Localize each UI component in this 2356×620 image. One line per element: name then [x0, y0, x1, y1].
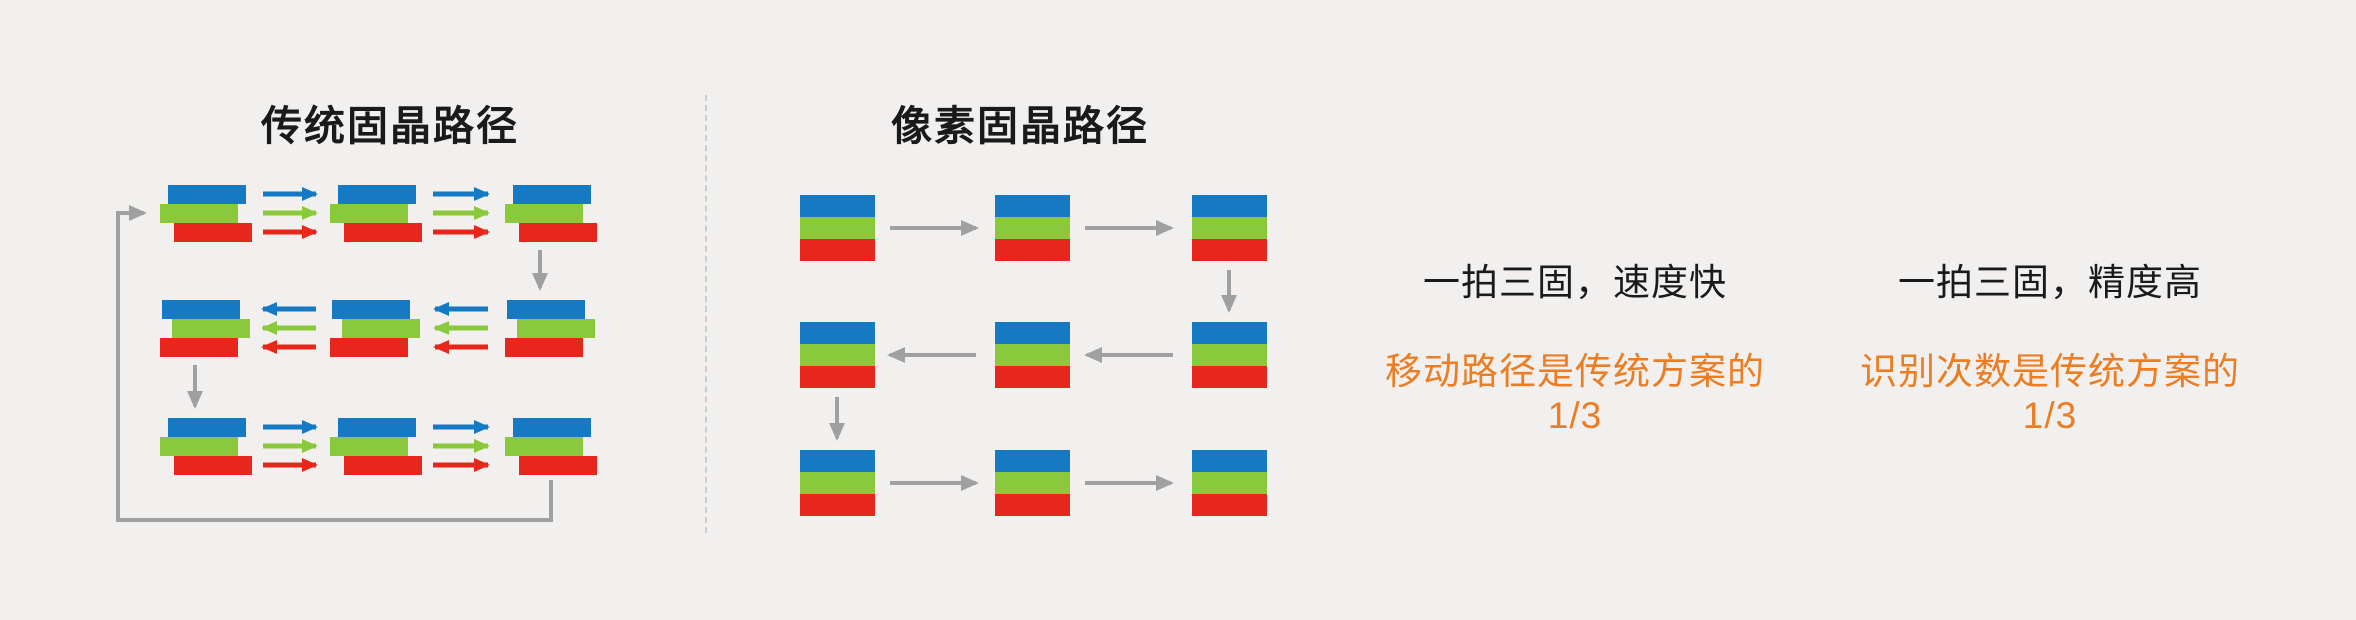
- rgb-die-stack: [1192, 450, 1267, 516]
- rgb-die-stack: [1192, 195, 1267, 261]
- note-accuracy-detail: 识别次数是传统方案的1/3: [1860, 351, 2240, 436]
- pixel-path-diagram: [800, 195, 1267, 516]
- rgb-die-stack: [995, 450, 1070, 516]
- traditional-panel-title: 传统固晶路径: [261, 103, 519, 149]
- rgb-die-stack: [330, 300, 420, 357]
- rgb-die-stack: [505, 418, 597, 475]
- rgb-die-stack: [330, 185, 422, 242]
- note-speed-heading: 一拍三固，速度快: [1423, 262, 1727, 303]
- rgb-die-stack: [995, 195, 1070, 261]
- note-accuracy: 一拍三固，精度高 识别次数是传统方案的1/3: [1840, 252, 2260, 437]
- note-speed: 一拍三固，速度快 移动路径是传统方案的1/3: [1365, 252, 1785, 437]
- pixel-panel-title: 像素固晶路径: [891, 103, 1149, 149]
- note-speed-detail: 移动路径是传统方案的1/3: [1385, 351, 1765, 436]
- rgb-die-stack: [1192, 322, 1267, 388]
- note-accuracy-heading: 一拍三固，精度高: [1898, 262, 2202, 303]
- rgb-die-stack: [160, 300, 250, 357]
- rgb-die-stack: [330, 418, 422, 475]
- rgb-die-stack: [995, 322, 1070, 388]
- rgb-die-stack: [505, 185, 597, 242]
- traditional-path-diagram: [116, 185, 597, 522]
- return-loop-path: [116, 205, 553, 522]
- rgb-die-stack: [800, 322, 875, 388]
- rgb-die-stack: [800, 195, 875, 261]
- rgb-die-stack: [505, 300, 595, 357]
- vertical-dashed-divider: [705, 95, 707, 533]
- rgb-die-stack: [800, 450, 875, 516]
- rgb-die-stack: [160, 185, 252, 242]
- rgb-die-stack: [160, 418, 252, 475]
